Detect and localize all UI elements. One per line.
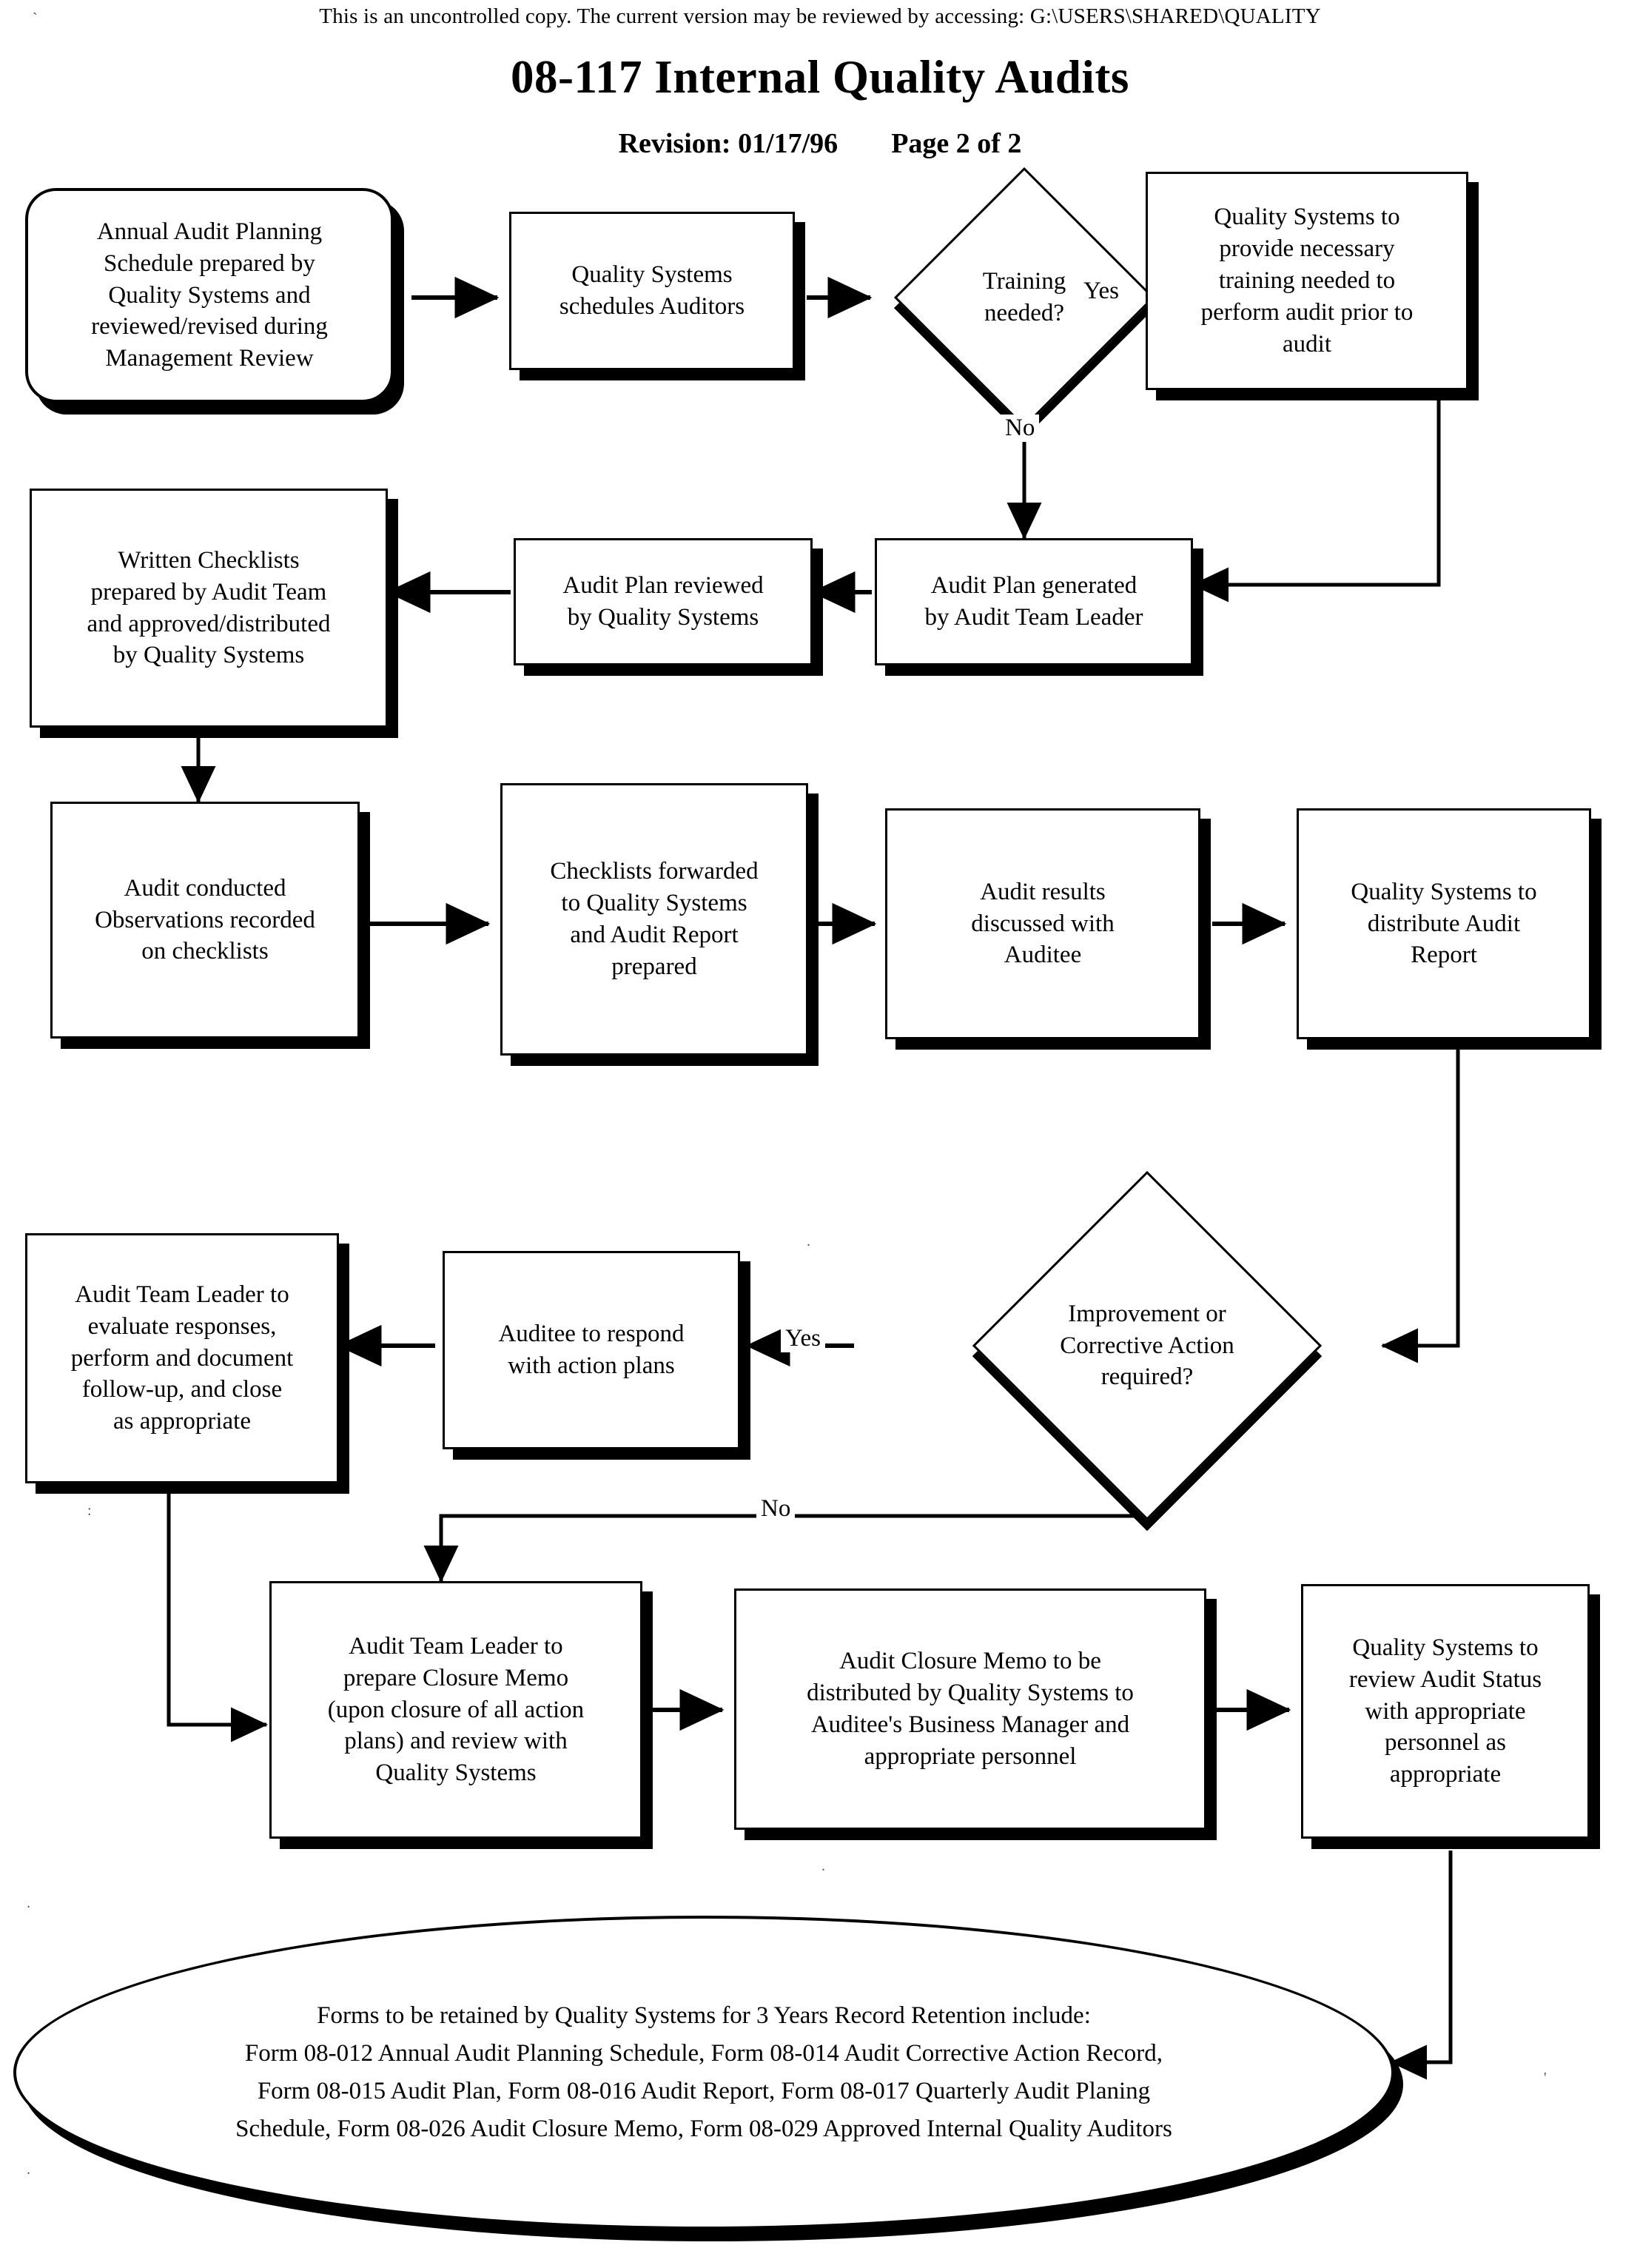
- scan-artifact-mark: ': [1544, 2070, 1547, 2086]
- node-label: Annual Audit Planning Schedule prepared …: [91, 218, 328, 372]
- node-label: Quality Systems to distribute Audit Repo…: [1351, 878, 1537, 969]
- edge-label-improvement-no: No: [756, 1495, 796, 1523]
- edge-label-training-no: No: [1001, 415, 1040, 442]
- node-written-checklists[interactable]: Written Checklists prepared by Audit Tea…: [30, 489, 388, 728]
- page-number-label: Page 2 of 2: [891, 128, 1022, 159]
- node-label: Audit Plan reviewed by Quality Systems: [562, 572, 764, 631]
- scan-artifact-mark: :: [87, 1503, 92, 1519]
- node-prepare-closure-memo[interactable]: Audit Team Leader to prepare Closure Mem…: [269, 1581, 642, 1839]
- node-audit-results-discussed[interactable]: Audit results discussed with Auditee: [885, 808, 1200, 1039]
- node-quality-systems-schedules-auditors[interactable]: Quality Systems schedules Auditors: [509, 212, 795, 370]
- link-review-audit-status-to-forms-retained: [1390, 1851, 1453, 2080]
- node-label: Audit conducted Observations recorded on…: [95, 874, 315, 965]
- page-title: 08-117 Internal Quality Audits: [511, 51, 1129, 103]
- scan-artifact-mark: .: [821, 1858, 825, 1874]
- scan-artifact-mark: .: [27, 2161, 30, 2178]
- node-label: Audit Team Leader to evaluate responses,…: [70, 1281, 294, 1435]
- uncontrolled-copy-notice: This is an uncontrolled copy. The curren…: [319, 4, 1321, 28]
- scan-artifact-mark: .: [807, 1233, 810, 1249]
- node-label: Forms to be retained by Quality Systems …: [235, 2002, 1172, 2143]
- node-evaluate-responses[interactable]: Audit Team Leader to evaluate responses,…: [25, 1233, 339, 1483]
- node-label: Quality Systems to provide necessary tra…: [1200, 204, 1414, 358]
- node-improvement-or-corrective-action-decision[interactable]: Improvement or Corrective Action require…: [888, 1170, 1406, 1521]
- node-label: Quality Systems to review Audit Status w…: [1348, 1634, 1542, 1788]
- node-label: Improvement or Corrective Action require…: [1060, 1300, 1234, 1391]
- node-label: Audit Plan generated by Audit Team Leade…: [924, 572, 1143, 631]
- node-label: Training needed?: [982, 268, 1066, 326]
- node-forms-retained-note[interactable]: Forms to be retained by Quality Systems …: [13, 1916, 1394, 2230]
- scan-artifact-mark: `: [33, 10, 38, 27]
- node-provide-necessary-training[interactable]: Quality Systems to provide necessary tra…: [1146, 172, 1468, 390]
- edge-label-training-yes: Yes: [1079, 278, 1124, 305]
- node-label: Auditee to respond with action plans: [498, 1321, 685, 1379]
- node-label: Audit Team Leader to prepare Closure Mem…: [327, 1632, 585, 1787]
- link-evaluate-responses-to-prepare-closure-memo: [167, 1483, 268, 1742]
- node-audit-conducted[interactable]: Audit conducted Observations recorded on…: [50, 802, 360, 1039]
- node-review-audit-status[interactable]: Quality Systems to review Audit Status w…: [1301, 1584, 1590, 1839]
- node-label: Written Checklists prepared by Audit Tea…: [87, 546, 331, 669]
- scan-artifact-mark: .: [27, 1895, 30, 1911]
- edge-label-improvement-yes: Yes: [781, 1325, 826, 1352]
- node-label: Audit Closure Memo to be distributed by …: [807, 1648, 1134, 1770]
- node-annual-audit-planning-schedule[interactable]: Annual Audit Planning Schedule prepared …: [25, 188, 394, 403]
- node-training-needed-decision[interactable]: Training needed?: [882, 167, 1166, 429]
- document-subheader: Revision: 01/17/96 Page 2 of 2: [0, 127, 1640, 160]
- node-checklists-forwarded[interactable]: Checklists forwarded to Quality Systems …: [500, 783, 808, 1056]
- node-auditee-respond-action-plans[interactable]: Auditee to respond with action plans: [443, 1251, 740, 1449]
- node-label: Audit results discussed with Auditee: [971, 878, 1115, 969]
- node-label: Quality Systems schedules Auditors: [559, 261, 745, 320]
- node-audit-plan-generated[interactable]: Audit Plan generated by Audit Team Leade…: [875, 538, 1193, 665]
- node-audit-plan-reviewed[interactable]: Audit Plan reviewed by Quality Systems: [514, 538, 813, 665]
- revision-label: Revision: 01/17/96: [618, 128, 839, 159]
- node-distribute-audit-report[interactable]: Quality Systems to distribute Audit Repo…: [1297, 808, 1591, 1039]
- node-label: Checklists forwarded to Quality Systems …: [550, 858, 759, 980]
- link-provide-training-to-plan-generated: [1192, 390, 1441, 603]
- node-distribute-closure-memo[interactable]: Audit Closure Memo to be distributed by …: [734, 1588, 1206, 1830]
